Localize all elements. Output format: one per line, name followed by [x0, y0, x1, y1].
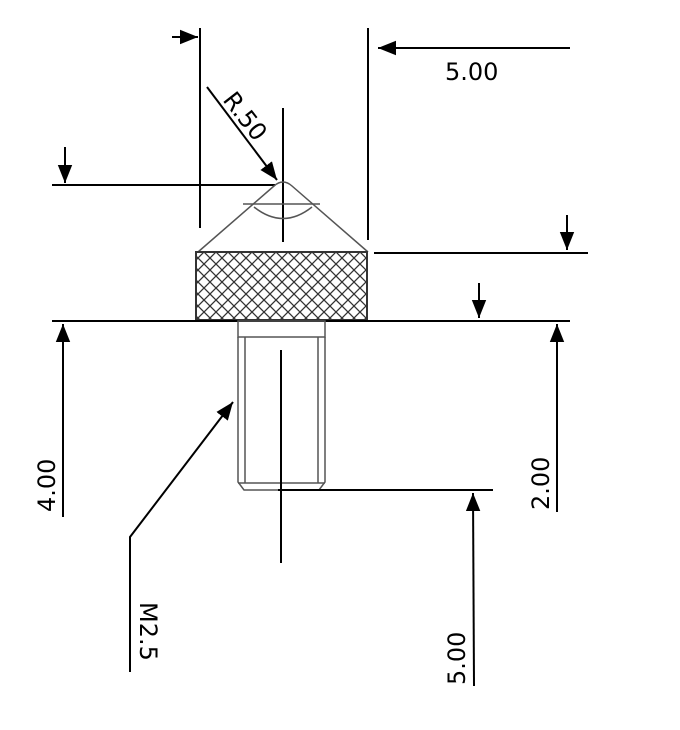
shank-length-arrow	[465, 492, 481, 687]
thread-leader	[129, 401, 234, 672]
dim-total-left: 4.00	[33, 459, 61, 512]
knurled-head	[195, 251, 368, 321]
cone-tip	[197, 181, 369, 253]
radius-leader	[206, 86, 278, 181]
dim-shank-right: 2.00	[527, 457, 555, 510]
cone-arc	[253, 206, 313, 220]
dim-top-width: 5.00	[445, 58, 498, 86]
dim-thread: M2.5	[134, 602, 162, 661]
dim-shank-length: 5.00	[443, 632, 471, 685]
shank-collar	[237, 320, 326, 338]
dim-tip-radius: R.50	[217, 86, 272, 146]
